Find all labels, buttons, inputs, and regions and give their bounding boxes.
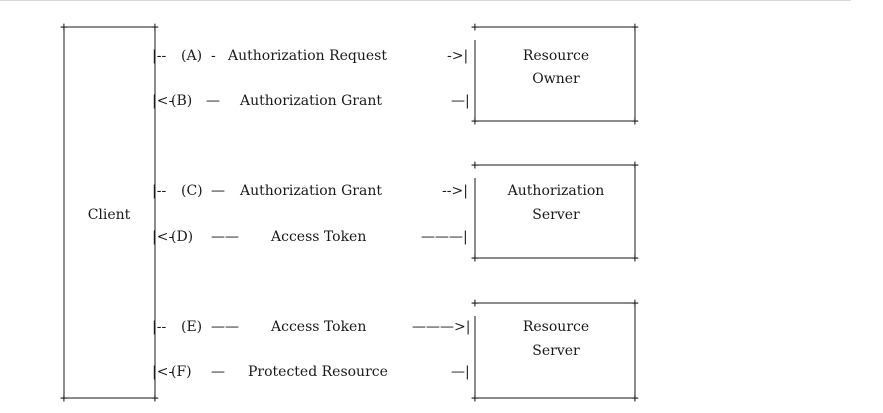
resource-owner-box-corner: + xyxy=(471,20,479,35)
authorization-server-box-corner: + xyxy=(471,251,479,266)
flow-d-dashes: —— xyxy=(211,229,239,245)
resource-server-box-corner: + xyxy=(471,296,479,311)
flow-f-label: Protected Resource xyxy=(248,364,388,380)
top-divider-line xyxy=(0,0,851,1)
flow-a-suffix: ->| xyxy=(447,48,468,64)
authorization-server-box-corner: + xyxy=(631,158,639,173)
flow-d: |<- (D) —— Access Token ———| xyxy=(152,229,468,245)
flow-c: |-- (C) — Authorization Grant -->| xyxy=(152,183,468,199)
resource-server-box-corner: + xyxy=(471,391,479,406)
client-label: Client xyxy=(88,207,131,223)
resource-server-label-line1: Resource xyxy=(523,319,589,335)
flow-e-step: (E) xyxy=(181,319,202,335)
authorization-server-label-line2: Server xyxy=(532,207,580,223)
flow-b-dashes: — xyxy=(206,93,220,109)
flow-e: |-- (E) —— Access Token ———>| xyxy=(152,319,470,335)
resource-owner-box: + + + + Resource Owner xyxy=(471,20,639,129)
resource-owner-label-line2: Owner xyxy=(532,71,580,87)
client-box-corner: + xyxy=(60,391,68,406)
flow-a-step: (A) xyxy=(181,48,202,64)
resource-owner-label-line1: Resource xyxy=(523,48,589,64)
flow-d-label: Access Token xyxy=(270,229,366,245)
flow-d-step: (D) xyxy=(171,229,193,245)
flow-a-label: Authorization Request xyxy=(227,48,387,64)
authorization-server-label-line1: Authorization xyxy=(507,183,605,199)
authorization-server-box-corner: + xyxy=(471,158,479,173)
flow-c-label: Authorization Grant xyxy=(239,183,382,199)
flow-e-label: Access Token xyxy=(270,319,366,335)
flow-e-suffix: ———>| xyxy=(412,319,470,335)
flow-f-suffix: —| xyxy=(451,364,470,380)
flow-b-prefix: |<- xyxy=(152,93,173,109)
flow-b-step: (B) xyxy=(171,93,192,109)
flow-a: |-- (A) - Authorization Request ->| xyxy=(152,48,468,64)
client-box-corner: + xyxy=(151,391,159,406)
client-box: + + + + Client xyxy=(60,20,159,406)
flow-a-dashes: - xyxy=(211,48,216,64)
flow-e-dashes: —— xyxy=(211,319,239,335)
flow-d-prefix: |<- xyxy=(152,229,173,245)
resource-server-box: + + + + Resource Server xyxy=(471,296,639,406)
flow-d-suffix: ———| xyxy=(421,229,468,245)
client-box-corner: + xyxy=(151,20,159,35)
flow-b: |<- (B) — Authorization Grant —| xyxy=(152,93,470,109)
client-box-corner: + xyxy=(60,20,68,35)
resource-owner-box-corner: + xyxy=(631,114,639,129)
flow-b-label: Authorization Grant xyxy=(239,93,382,109)
flow-b-suffix: —| xyxy=(451,93,470,109)
flow-f-prefix: |<- xyxy=(152,364,173,380)
flow-c-step: (C) xyxy=(181,183,203,199)
flow-c-prefix: |-- xyxy=(152,183,166,199)
flow-f: |<- (F) — Protected Resource —| xyxy=(152,364,470,380)
resource-server-box-corner: + xyxy=(631,296,639,311)
authorization-server-box: + + + + Authorization Server xyxy=(471,158,639,266)
flow-f-step: (F) xyxy=(171,364,192,380)
authorization-server-box-corner: + xyxy=(631,251,639,266)
resource-server-box-corner: + xyxy=(631,391,639,406)
resource-server-label-line2: Server xyxy=(532,343,580,359)
flow-f-dashes: — xyxy=(211,364,225,380)
flow-c-suffix: -->| xyxy=(442,183,468,199)
resource-owner-box-corner: + xyxy=(471,114,479,129)
flow-e-prefix: |-- xyxy=(152,319,166,335)
flow-a-prefix: |-- xyxy=(152,48,166,64)
resource-owner-box-corner: + xyxy=(631,20,639,35)
flow-c-dashes: — xyxy=(211,183,225,199)
